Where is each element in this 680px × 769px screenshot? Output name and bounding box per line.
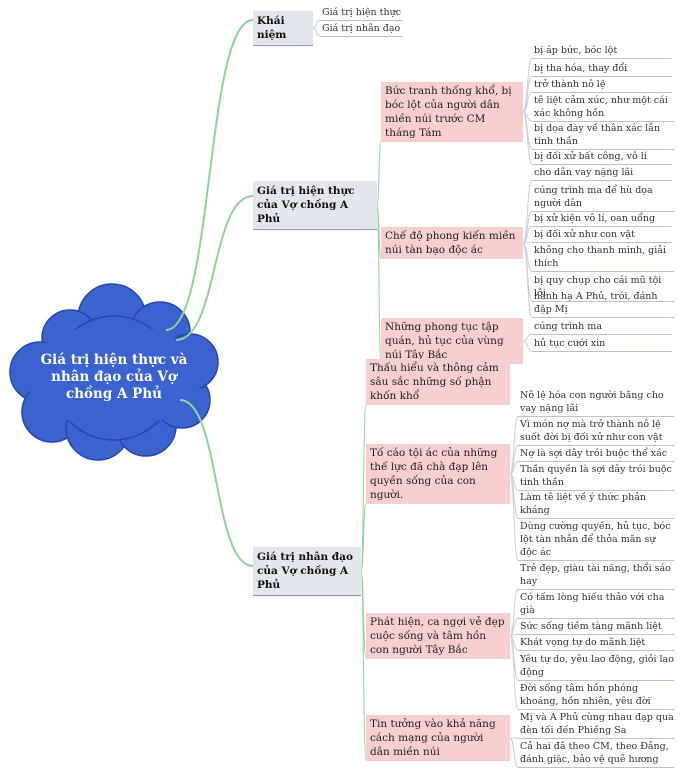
- leaf-nd-2-3[interactable]: Nợ là sợi dây trói buộc thể xác: [518, 447, 674, 462]
- connector-khai-niem-leaf: [312, 19, 321, 29]
- leaf-nd-2-4[interactable]: Thần quyền là sợi dây trói buộc tinh thầ…: [518, 463, 674, 491]
- connector-topic-leaf: [509, 473, 519, 561]
- connector-topic-leaf: [509, 737, 519, 768]
- connector-central-hien-thuc: [175, 195, 254, 341]
- leaf-ht-3-2[interactable]: hủ tục cưới xin: [532, 337, 672, 352]
- connector-hien-thuc-topic: [376, 205, 382, 364]
- leaf-ht-2-5[interactable]: không cho thanh minh, giải thích: [532, 244, 674, 272]
- topic-phat-hien-ca-ngoi[interactable]: Phát hiện, ca ngợi vẻ đẹp cuộc sống và t…: [366, 613, 510, 659]
- connector-central-khai-niem: [165, 19, 254, 331]
- leaf-ht-2-1[interactable]: cho dân vay nặng lãi: [532, 166, 672, 181]
- cloud-fill: [26, 324, 202, 428]
- topic-tin-tuong-cach-mang[interactable]: Tin tưởng vào khả năng cách mạng của ngư…: [366, 715, 510, 761]
- leaf-ht-2-2[interactable]: cúng trình ma để hù dọa người dân: [532, 184, 674, 212]
- connector-nhan-dao-topic: [360, 571, 367, 659]
- leaf-ht-1-2[interactable]: bị tha hóa, thay đổi: [532, 62, 672, 77]
- leaf-ht-1-5[interactable]: bị dọa đày về thân xác lẫn tinh thần: [532, 122, 674, 150]
- leaf-nd-3-5[interactable]: Yêu tự do, yêu lao động, giỏi lao động: [518, 653, 674, 681]
- leaf-ht-2-7[interactable]: hành hạ A Phủ, trói, đánh đập Mị: [532, 290, 674, 318]
- connector-topic-leaf: [522, 242, 533, 318]
- connector-topic-leaf: [509, 588, 519, 637]
- connector-central-nhan-dao: [179, 399, 254, 567]
- topic-thau-hieu-thong-cam[interactable]: Thấu hiểu và thông cảm sâu sắc những số …: [366, 359, 510, 405]
- leaf-nd-3-1[interactable]: Trẻ đẹp, giàu tài năng, thổi sáo hay: [518, 562, 674, 590]
- leaf-ht-1-4[interactable]: tê liệt cảm xúc, như một cái xác không h…: [532, 94, 674, 122]
- leaf-ht-2-3[interactable]: bị xử kiện vô lí, oan uổng: [532, 212, 672, 227]
- topic-buc-tranh-thong-kho[interactable]: Bức tranh thống khổ, bị bóc lột của ngườ…: [381, 82, 523, 142]
- leaf-nd-2-1[interactable]: Nô lệ hóa con người bằng cho vay nặng lã…: [518, 389, 674, 417]
- leaf-nd-2-5[interactable]: Làm tê liệt về ý thức phản kháng: [518, 491, 674, 519]
- leaf-khai-niem-2[interactable]: Giá trị nhân đạo: [320, 22, 402, 37]
- connector-topic-leaf: [522, 111, 533, 165]
- connector-nhan-dao-topic: [360, 571, 367, 761]
- topic-to-cao-toi-ac[interactable]: Tố cáo tội ác của những thế lực đã chà đ…: [366, 444, 510, 504]
- central-cloud-shape: [9, 283, 219, 461]
- leaf-nd-2-2[interactable]: Vì món nợ mà trở thành nô lệ suốt đời bị…: [518, 418, 674, 446]
- leaf-khai-niem-1[interactable]: Giá trị hiện thực: [320, 6, 402, 21]
- leaf-nd-3-3[interactable]: Sức sống tiềm tàng mãnh liệt: [518, 620, 674, 635]
- leaf-ht-1-6[interactable]: bị đối xử bất công, vô lí: [532, 150, 672, 165]
- central-topic-title: Giá trị hiện thực và nhân đạo của Vợ chồ…: [40, 352, 188, 402]
- topic-che-do-phong-kien[interactable]: Chế độ phong kiến miền núi tàn bạo độc á…: [381, 227, 523, 259]
- connector-topic-leaf: [522, 241, 533, 244]
- connector-topic-leaf: [522, 91, 533, 113]
- leaf-ht-3-1[interactable]: cúng trình ma: [532, 320, 672, 335]
- connector-lines: [165, 19, 533, 768]
- leaf-nd-2-6[interactable]: Dùng cường quyền, hủ tục, bóc lột tàn nh…: [518, 520, 674, 561]
- connector-topic-leaf: [522, 333, 533, 342]
- leaf-ht-2-4[interactable]: bị đối xử như con vật: [532, 228, 672, 243]
- leaf-nd-4-2[interactable]: Cả hai đã theo CM, theo Đảng, đánh giặc,…: [518, 740, 674, 768]
- leaf-ht-2-6[interactable]: bị quy chụp cho cái mũ tội lỗi: [532, 274, 674, 302]
- topic-phong-tuc-tap-quan[interactable]: Những phong tục tập quán, hủ tục của vùn…: [381, 318, 523, 364]
- leaf-ht-1-1[interactable]: bị áp bức, bóc lột: [532, 44, 672, 59]
- connector-hien-thuc-topic: [376, 140, 382, 206]
- connector-topic-leaf: [509, 415, 519, 475]
- leaf-nd-3-6[interactable]: Đời sống tâm hồn phóng khoáng, hồn nhiên…: [518, 682, 674, 710]
- connector-topic-leaf: [522, 340, 533, 352]
- branch-khai-niem[interactable]: Khái niệm: [253, 11, 313, 46]
- leaf-nd-3-4[interactable]: Khát vọng tự do mãnh liệt: [518, 636, 674, 651]
- branch-nhan-dao[interactable]: Giá trị nhân đạo của Vợ chồng A Phủ: [253, 547, 361, 596]
- leaf-ht-1-3[interactable]: trở thành nô lệ: [532, 78, 672, 93]
- branch-hien-thuc[interactable]: Giá trị hiện thực của Vợ chồng A Phủ: [253, 181, 377, 230]
- connector-topic-leaf: [509, 460, 519, 475]
- connector-khai-niem-leaf: [312, 28, 321, 37]
- leaf-nd-3-2[interactable]: Có tấm lòng hiếu thảo với cha già: [518, 591, 674, 619]
- connector-nhan-dao-topic: [360, 502, 367, 572]
- connector-topic-leaf: [509, 635, 519, 710]
- leaf-nd-4-1[interactable]: Mị và A Phủ cùng nhau đạp qua đèn tối đế…: [518, 711, 674, 739]
